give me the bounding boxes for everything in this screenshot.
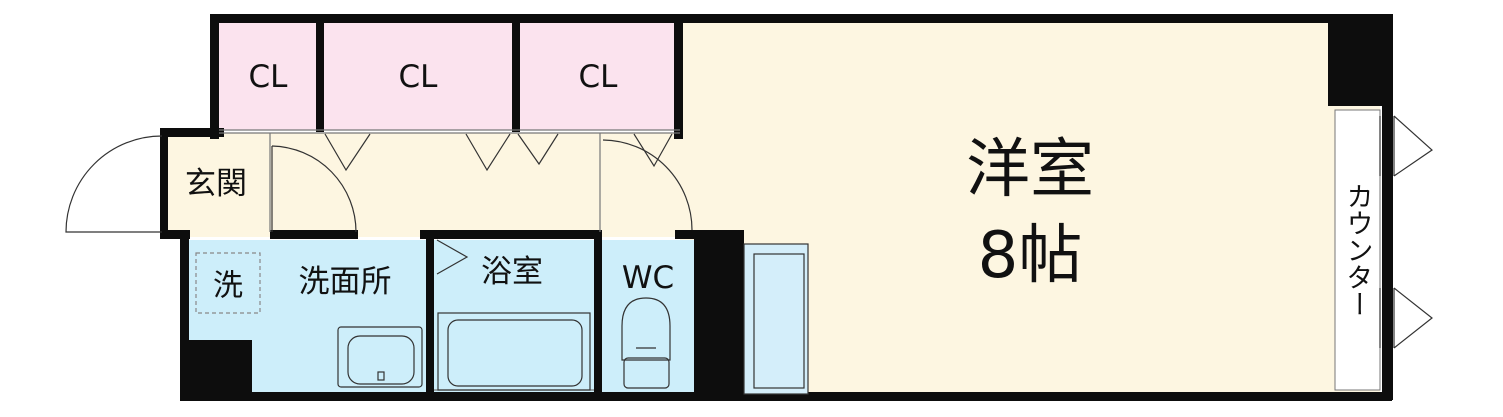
closet-2-floor (323, 22, 513, 130)
counter-label: カウンター (1342, 183, 1373, 318)
washing-machine-space (195, 252, 261, 314)
toilet-fixture (621, 297, 671, 389)
washbasin (337, 326, 423, 388)
toilet-label: WC (622, 260, 674, 296)
entrance-door (65, 135, 163, 233)
hallway-floor (270, 133, 690, 237)
closet-2-label: CL (399, 59, 439, 95)
western-room-size: 8帖 (978, 219, 1083, 293)
bath-vent-mark (436, 239, 469, 275)
closet-1-floor (218, 22, 316, 130)
toilet-floor (602, 240, 694, 394)
balcony-doors (1379, 115, 1433, 349)
toilet-door (602, 139, 693, 231)
closet-3-floor (520, 22, 675, 130)
closet-1-label: CL (249, 59, 289, 95)
closet-door-marks (324, 133, 673, 172)
counter-floor (1334, 109, 1381, 391)
bathroom-label: 浴室 (481, 254, 543, 290)
bathroom-floor (434, 240, 594, 394)
entrance-label: 玄関 (185, 166, 247, 202)
entrance-floor (168, 133, 270, 237)
bathtub (437, 312, 591, 391)
washing-machine-label: 洗 (213, 269, 243, 304)
washroom-label: 洗面所 (299, 264, 392, 300)
closet-3-label: CL (579, 59, 619, 95)
refrigerator-kitchen (743, 243, 809, 395)
western-room-name: 洋室 (966, 133, 1094, 207)
walls (160, 14, 1393, 401)
washroom-door (271, 145, 357, 233)
